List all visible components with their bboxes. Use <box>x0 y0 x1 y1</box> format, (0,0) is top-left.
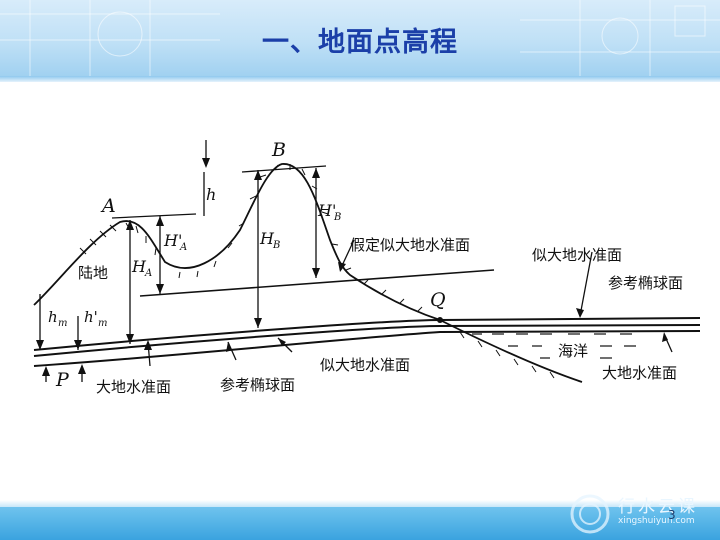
label-ref-ellipsoid-right: 参考椭球面 <box>608 274 683 292</box>
elevation-diagram: A B Q P h H' A H A H B H' B h m h' m 陆地 … <box>33 139 701 396</box>
label-geoid-bottom: 大地水准面 <box>96 378 171 396</box>
label-HA-prime: H' <box>163 231 182 250</box>
label-point-Q: Q <box>430 289 446 311</box>
geoid-line <box>33 330 701 367</box>
label-point-B: B <box>271 139 286 161</box>
page-number: 3 <box>668 508 676 522</box>
label-ref-ellipsoid-bottom: 参考椭球面 <box>220 376 295 394</box>
label-quasi-geoid-bottom: 似大地水准面 <box>320 356 410 374</box>
label-sea: 海洋 <box>558 342 588 360</box>
arrowheads <box>36 158 668 376</box>
point-Q-marker <box>437 317 443 323</box>
label-HA-prime-sub: A <box>179 242 187 253</box>
sea-water-marks <box>472 333 636 359</box>
footer-highlight <box>0 500 720 508</box>
label-HB: H <box>259 229 275 248</box>
label-geoid-right: 大地水准面 <box>602 364 677 382</box>
label-HB-prime-sub: B <box>333 212 341 223</box>
A-level-line <box>111 213 197 219</box>
ref-ellipsoid-line <box>33 317 701 351</box>
label-HA: H <box>131 257 147 276</box>
label-hm-prime: h' <box>84 308 98 326</box>
watermark-url: xingshuiyun.com <box>618 516 695 526</box>
label-HB-sub: B <box>272 240 280 251</box>
label-point-P: P <box>55 369 70 391</box>
label-assumed-quasi-geoid: 假定似大地水准面 <box>350 236 470 254</box>
terrain-profile <box>33 163 441 321</box>
watermark-text: 行水云课 <box>618 497 698 517</box>
label-quasi-geoid-right: 似大地水准面 <box>532 246 622 264</box>
assumed-quasi-geoid-line <box>139 269 495 297</box>
quasi-geoid-right-arrow <box>579 251 593 317</box>
label-point-A: A <box>100 195 116 217</box>
seabed-hatching <box>459 331 555 379</box>
header-divider <box>0 76 720 82</box>
B-level-line <box>241 165 327 173</box>
slide-title: 一、地面点高程 <box>262 27 458 58</box>
seabed-line <box>439 319 583 383</box>
label-h: h <box>206 185 216 204</box>
label-HA-sub: A <box>144 268 152 279</box>
label-HB-prime: H' <box>317 201 336 220</box>
label-hm: h <box>48 308 58 326</box>
header-decoration <box>0 0 720 78</box>
slide-header: 一、地面点高程 <box>0 0 720 78</box>
label-land: 陆地 <box>78 264 108 282</box>
label-hm-sub: m <box>58 318 67 329</box>
watermark-logo-icon <box>570 494 610 534</box>
label-hm-prime-sub: m <box>98 318 107 329</box>
quasi-geoid-line <box>33 324 701 357</box>
